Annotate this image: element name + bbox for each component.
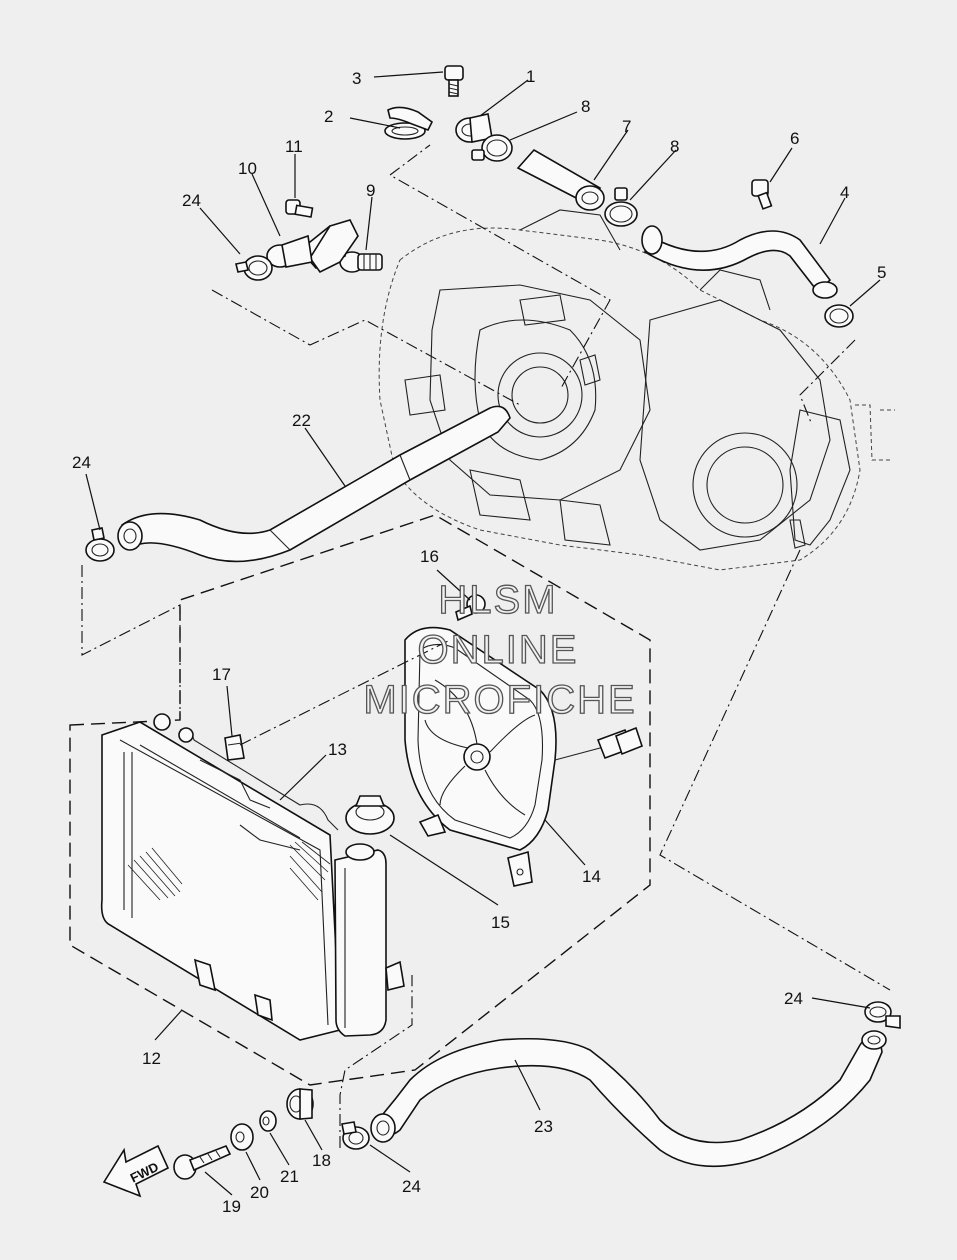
callout-21: 21 [280,1167,299,1186]
hose-clamp-8b-icon [604,187,638,227]
callout-13: 13 [328,740,347,759]
callout-7: 7 [622,117,631,136]
bolt-6-icon [751,179,773,210]
callout-24d: 24 [402,1177,421,1196]
damper-18-icon [286,1088,314,1120]
hose-clamp-24c-icon [864,1001,901,1029]
fwd-direction-arrow: FWD [102,1144,170,1198]
radiator-cap-15-icon [345,795,395,835]
radiator-side-tank [334,843,405,1037]
bolt-3-icon [444,65,464,97]
bolt-11-icon [285,199,314,218]
clip-17-icon [224,734,245,761]
pipe-joint-1-icon [455,113,493,143]
callout-22: 22 [292,411,311,430]
callout-19: 19 [222,1197,241,1216]
gasket-2-icon [384,106,434,140]
hose-clamp-24d-icon [341,1121,370,1150]
callout-16: 16 [420,547,439,566]
callout-4: 4 [840,183,849,202]
callout-17: 17 [212,665,231,684]
callout-1: 1 [526,67,535,86]
fitting-10-icon [266,219,359,274]
washer-20-icon [230,1123,254,1151]
callout-24c: 24 [784,989,803,1008]
callout-23: 23 [534,1117,553,1136]
callout-15: 15 [491,913,510,932]
water-pipe-4-icon [641,225,838,299]
callout-5: 5 [877,263,886,282]
watermark-line-1: HLSM [438,578,557,622]
radiator-hose-22-icon [117,405,511,563]
watermark-line-2: ONLINE [418,628,579,672]
callout-9: 9 [366,181,375,200]
callout-24a: 24 [182,191,201,210]
engine-block [378,209,895,571]
radiator-12-icon [100,713,341,1041]
radiator-assembly-boundary [69,514,651,1086]
callout-labels: 1 2 3 4 5 6 7 8 8 9 10 11 12 13 14 15 16… [72,67,886,1216]
hose-clamp-24b-icon [85,527,115,562]
bolt-19-icon [173,1144,232,1180]
callout-8a: 8 [581,97,590,116]
hose-clamp-8-icon [471,134,513,162]
collar-21-icon [259,1110,277,1132]
hose-7-icon [516,148,605,211]
callout-2: 2 [324,107,333,126]
bolt-16-icon [455,594,486,622]
callout-12: 12 [142,1049,161,1068]
watermark-line-3: MICROFICHE [363,678,636,722]
callout-6: 6 [790,129,799,148]
watermark: HLSM ONLINE MICROFICHE [363,577,636,722]
radiator-hose-23-icon [370,1030,887,1168]
callout-14: 14 [582,867,601,886]
callout-24b: 24 [72,453,91,472]
hose-clamp-24a-icon [235,255,273,281]
callout-8b: 8 [670,137,679,156]
leader-lines [81,71,891,1196]
o-ring-5-icon [824,304,854,328]
callout-18: 18 [312,1151,331,1170]
thermo-switch-9-icon [339,251,383,273]
callout-3: 3 [352,69,361,88]
cooling-fan-14-icon [404,626,643,887]
callout-11: 11 [285,137,303,156]
callout-10: 10 [238,159,257,178]
callout-20: 20 [250,1183,269,1202]
